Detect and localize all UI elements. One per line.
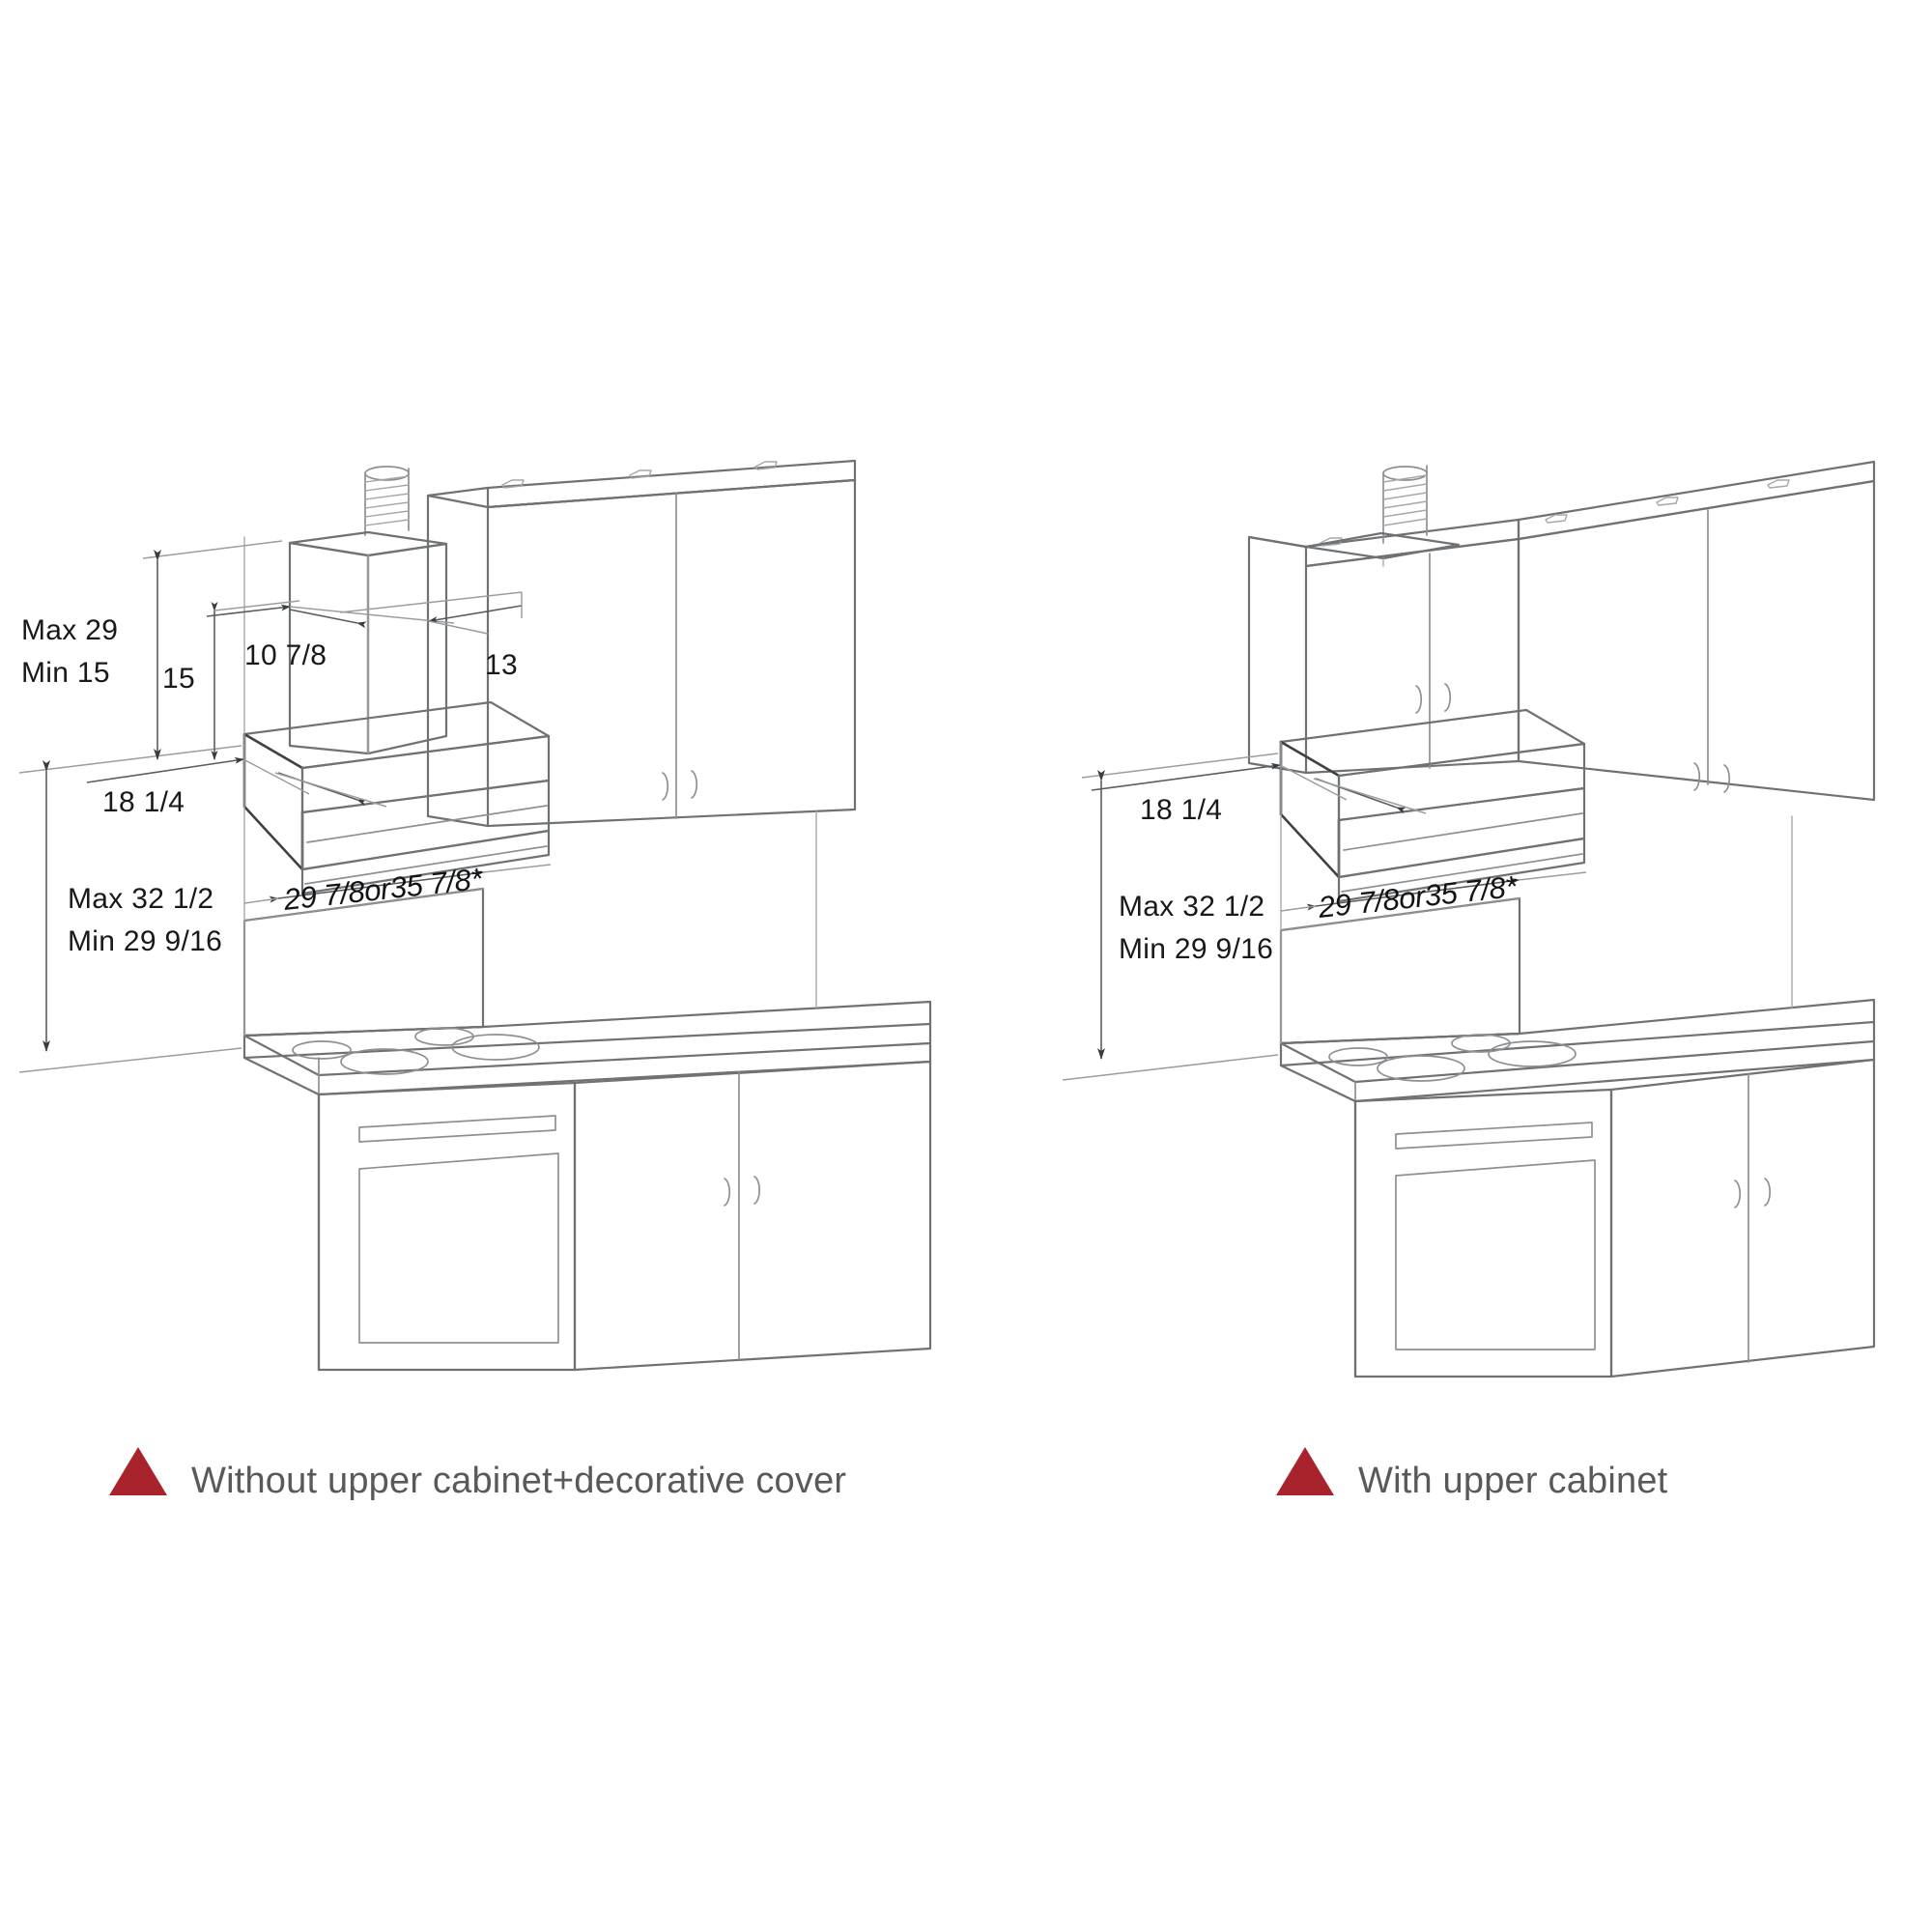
left-label-min29: Min 29 9/16 (68, 925, 222, 957)
left-dim-hood-width (243, 864, 552, 904)
left-countertop (242, 1000, 932, 1096)
left-flex-duct (364, 466, 410, 536)
right-label-18-1-4: 18 1/4 (1140, 794, 1222, 826)
left-chimney-cover (288, 466, 448, 755)
right-ext-counter (1062, 1054, 1279, 1081)
left-dim-10-7-8 (206, 604, 455, 629)
left-label-max32: Max 32 1/2 (68, 883, 213, 915)
right-base-cabinets (1353, 1058, 1876, 1378)
triangle-up-icon (1276, 1447, 1334, 1495)
right-label-max32: Max 32 1/2 (1119, 891, 1264, 923)
left-caption-group: Without upper cabinet+decorative cover (109, 1447, 846, 1501)
right-dim-18-1-4 (1091, 762, 1427, 814)
right-caption-text: With upper cabinet (1358, 1461, 1668, 1501)
left-dim-15 (211, 600, 300, 760)
left-ext-hood-top (18, 745, 242, 774)
right-countertop (1279, 998, 1876, 1103)
right-label-min29: Min 29 9/16 (1119, 933, 1273, 965)
right-cooktop-burners (1328, 1034, 1577, 1082)
left-panel-drawing: Max 29 Min 15 15 10 7/8 13 18 1/4 Max 32… (18, 459, 932, 1372)
right-caption-group: With upper cabinet (1276, 1447, 1668, 1501)
right-range-hood (1279, 708, 1586, 903)
right-flex-duct (1382, 465, 1428, 544)
left-upper-cabinet (426, 459, 857, 828)
right-dim-hood-width (1280, 871, 1587, 912)
left-label-max29: Max 29 (21, 614, 118, 646)
right-chimney-cover (1304, 465, 1461, 567)
left-backsplash (242, 887, 485, 1037)
left-label-hood-width: 29 7/8or35 7/8* (281, 862, 485, 917)
right-panel-drawing: 18 1/4 Max 32 1/2 Min 29 9/16 29 7/8or35… (1062, 460, 1876, 1378)
right-upper-cabinet-right (1517, 460, 1876, 802)
left-label-15: 15 (162, 663, 195, 695)
left-label-10-7-8: 10 7/8 (244, 639, 327, 671)
left-label-13: 13 (485, 649, 518, 681)
left-dim-13 (339, 591, 523, 635)
left-label-18-1-4: 18 1/4 (102, 786, 185, 818)
left-caption-text: Without upper cabinet+decorative cover (191, 1461, 846, 1501)
left-label-min15: Min 15 (21, 657, 110, 689)
triangle-up-icon (109, 1447, 167, 1495)
right-label-hood-width: 29 7/8or35 7/8* (1316, 869, 1520, 924)
right-backsplash (1279, 896, 1521, 1045)
left-dim-18-1-4 (86, 756, 387, 808)
left-cooktop-burners (292, 1027, 540, 1075)
right-ext-hood-top (1081, 753, 1279, 779)
left-ext-chimney-top (142, 540, 283, 559)
left-ext-counter (18, 1047, 242, 1073)
left-base-cabinets (317, 1060, 932, 1372)
